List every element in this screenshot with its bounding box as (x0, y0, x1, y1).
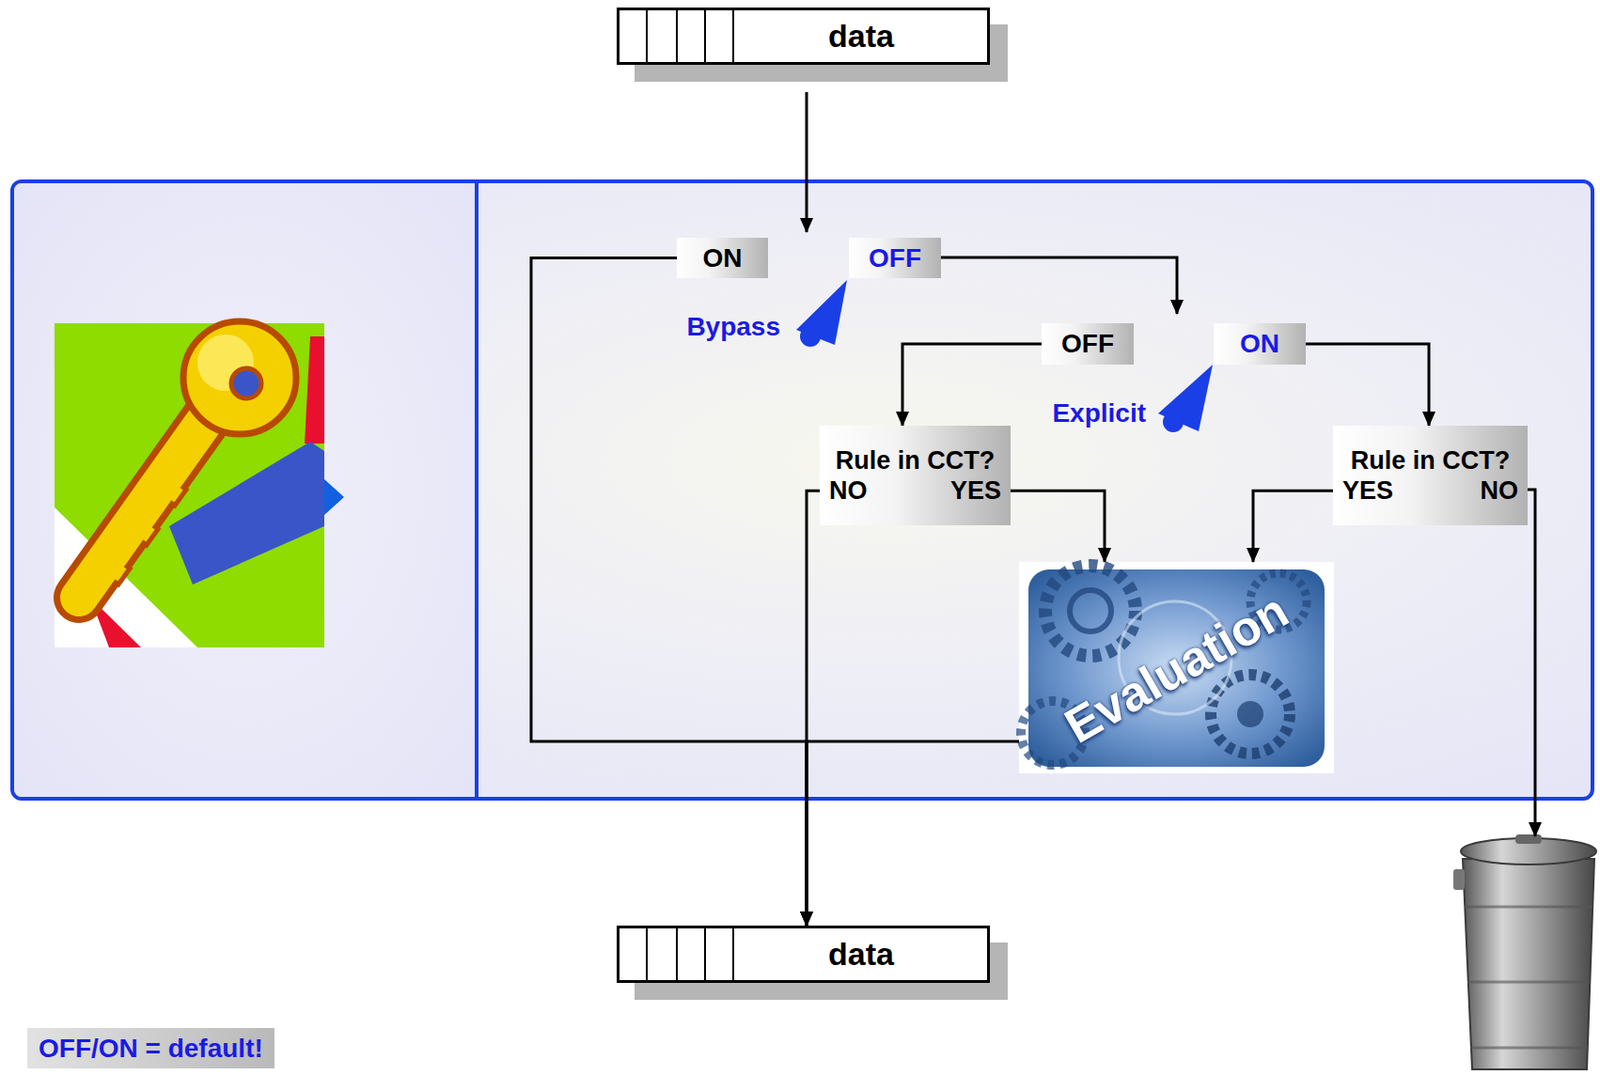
record-field-divider (732, 928, 735, 981)
data-record-box: data (616, 7, 990, 65)
key-icon-part (169, 441, 325, 585)
flow-connector (902, 344, 1042, 426)
flow-connector (1305, 344, 1429, 426)
switch-label: Bypass (686, 312, 781, 343)
switch-position-box: ON (1213, 323, 1306, 365)
box-label: Rule in CCT? (1342, 445, 1519, 476)
switch-levers-part (1162, 411, 1184, 433)
flow-connector (1253, 490, 1334, 563)
key-icon-part (231, 368, 262, 399)
record-field-divider (704, 928, 706, 981)
key-icon-part (98, 558, 123, 576)
switch-position-box: ON (676, 237, 769, 279)
evaluation-picture (1019, 562, 1334, 774)
key-icon-part (54, 507, 198, 648)
answer-row: YES NO (1342, 475, 1519, 506)
trash-can-part (1470, 1047, 1588, 1051)
trash-can-part (1464, 906, 1593, 910)
evaluation-picture-part (1237, 701, 1264, 728)
answer-row: NO YES (829, 475, 1002, 506)
flow-connector (1010, 490, 1105, 563)
key-icon-part (131, 522, 155, 539)
pointer-arrowhead (324, 479, 345, 516)
trash-can-part (1467, 981, 1590, 985)
default-note: OFF/ON = default! (27, 1028, 275, 1069)
key-icon-part (90, 597, 142, 648)
evaluation-picture-part (1069, 590, 1112, 632)
panel-left-part (14, 183, 475, 798)
trash-can-part (1515, 834, 1542, 845)
key-icon-part (78, 402, 219, 598)
key-icon-part (197, 334, 254, 392)
evaluation-box: Evaluation (1019, 562, 1334, 774)
data-record-box: data (616, 925, 990, 984)
evaluation-picture-part (1028, 569, 1325, 768)
key-icon-part (54, 323, 325, 648)
record-field-divider (732, 10, 735, 63)
record-field-divider (675, 928, 678, 981)
box-label: Rule in CCT? (829, 445, 1002, 476)
switch-position-box: OFF (848, 237, 942, 279)
key-icon-part (183, 321, 297, 435)
key-icon-part (126, 518, 151, 536)
box-label: ON (703, 243, 743, 274)
key-icon-part (159, 483, 183, 500)
switch-levers-part (796, 280, 848, 346)
flow-connector (806, 741, 1020, 926)
trash-can (1453, 834, 1597, 1070)
box-label: data (828, 17, 895, 55)
switch-levers-part (800, 326, 821, 347)
flow-connector (531, 258, 807, 927)
flow-lines-part (805, 92, 809, 233)
decision-box: Rule in CCT?NO YES (819, 425, 1011, 526)
box-label: YES (1342, 475, 1394, 506)
box-label: Evaluation (1055, 581, 1299, 754)
switch-levers (796, 280, 1213, 433)
switch-label: Explicit (1051, 398, 1146, 429)
key-icon-part (155, 479, 179, 497)
evaluation-picture-part (1019, 562, 1334, 774)
box-label: OFF (868, 243, 922, 274)
record-field-divider (645, 928, 648, 981)
box-label: OFF (1061, 329, 1114, 360)
evaluation-picture-part (1045, 565, 1136, 657)
evaluation-picture-part (1210, 674, 1290, 754)
trash-can-part (1462, 859, 1595, 1070)
decision-box: Rule in CCT?YES NO (1333, 425, 1528, 526)
key-icon-part (78, 402, 219, 598)
flow-connector (806, 490, 820, 926)
key-icon-part (103, 562, 126, 579)
flow-lines (806, 92, 1536, 837)
box-label: ON (1239, 329, 1280, 360)
trash-can-part (1453, 869, 1465, 891)
box-label: YES (950, 475, 1002, 506)
key-icon-part (304, 336, 325, 444)
flow-lines-part (1523, 489, 1536, 837)
record-field-divider (704, 10, 706, 63)
box-label: NO (829, 475, 868, 506)
record-field-divider (645, 10, 648, 63)
panel-divider (474, 183, 479, 798)
switch-position-box: OFF (1041, 323, 1134, 365)
record-field-divider (675, 10, 678, 63)
trash-can-part (1460, 838, 1597, 865)
key-icon (54, 321, 325, 648)
box-label: NO (1480, 475, 1520, 506)
switch-levers-part (1158, 364, 1213, 432)
flow-lines-part (941, 257, 1177, 314)
box-label: data (828, 936, 895, 973)
